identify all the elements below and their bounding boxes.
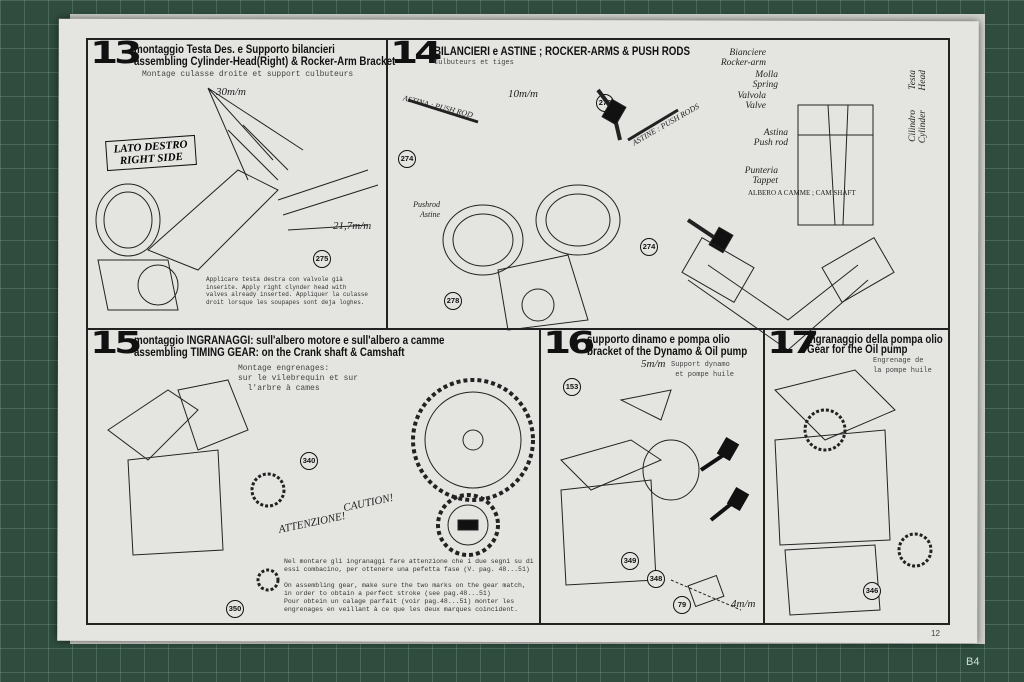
step-title-en: assembling Cylinder-Head(Right) & Rocker… <box>134 56 396 68</box>
step-title-en: assembling TIMING GEAR: on the Crank sha… <box>134 347 405 359</box>
callout-label: Pushrod Astine <box>413 200 440 219</box>
step-number: 15 <box>90 326 142 361</box>
step-16: 16 supporto dinamo e pompa olio bracket … <box>541 326 763 627</box>
callout-label: Valve <box>745 101 766 111</box>
divider <box>386 40 388 328</box>
callout-label: Push rod <box>753 138 788 148</box>
callout-label: ALBERO A CAMME ; CAM SHAFT <box>748 189 856 197</box>
engine-illustration <box>95 87 379 311</box>
measure: 4m/m <box>731 598 756 610</box>
callout-label: Spring <box>752 80 778 90</box>
part-number-badge: 346 <box>863 582 881 600</box>
part-number-badge: 340 <box>300 452 318 470</box>
timing-gear-illustration <box>107 378 535 592</box>
step-15: 15 montaggio INGRANAGGI: sull'albero mot… <box>88 326 539 627</box>
step-note-fr: Pour obtein un calage parfait (voir pag.… <box>284 598 519 613</box>
step-number: 16 <box>543 326 595 361</box>
callout-label: Rocker-arm <box>720 58 766 68</box>
step-17: 17 ingranaggio della pompa olio Gear for… <box>765 326 950 627</box>
step-title-it: montaggio INGRANAGGI: sull'albero motore… <box>134 335 445 347</box>
part-number-badge: 350 <box>226 600 244 618</box>
divider <box>763 328 765 625</box>
step-title-fr: Culbuteurs et tiges <box>434 59 514 67</box>
part-number-badge: 348 <box>647 570 665 588</box>
step-title-fr: Montage engrenages: sur le vilebrequin e… <box>238 364 359 393</box>
step-title-en: Gear for the Oil pump <box>807 344 908 356</box>
step-title-it: ingranaggio della pompa olio <box>807 334 943 346</box>
part-number-badge: 79 <box>673 596 691 614</box>
step-title-fr: Engrenage de la pompe huile <box>873 357 932 375</box>
rocker-arm-illustration <box>407 88 895 351</box>
step-title-fr: Support dynamo et pompe huile <box>671 361 735 379</box>
callout-label: Tappet <box>752 176 778 186</box>
page-number: 12 <box>931 629 940 638</box>
dynamo-bracket-illustration <box>560 389 750 611</box>
step-title-it: supporto dinamo e pompa olio <box>587 334 730 346</box>
measure: 10m/m <box>508 88 538 100</box>
instruction-frame: 12 13 montaggio Testa Des. e Supporto bi… <box>86 36 950 638</box>
step-title-fr: Montage culasse droite et support culbut… <box>142 70 354 79</box>
part-number-badge: 349 <box>621 552 639 570</box>
step-note-en: On assembling gear, make sure the two ma… <box>284 582 526 597</box>
step-number: 14 <box>390 36 442 71</box>
callout-label: Punteria <box>744 166 778 176</box>
step-note-it: Nel montare gli ingranaggi fare attenzio… <box>284 558 534 573</box>
step-13: 13 montaggio Testa Des. e Supporto bilan… <box>88 36 395 328</box>
part-number-badge: 153 <box>563 378 581 396</box>
step-14: 14 BILANCIERI e ASTINE ; ROCKER-ARMS & P… <box>388 36 950 351</box>
step-number: 13 <box>90 36 142 71</box>
callout-label: Molla <box>755 70 778 80</box>
step-note: Applicare testa destra con valvole già i… <box>206 276 369 306</box>
measure: 30m/m <box>216 86 246 98</box>
part-number-badge: 274 <box>640 238 658 256</box>
cutting-mat-label: B4 <box>966 656 980 668</box>
callout-label: Cilindro Cylinder <box>908 110 928 144</box>
part-number-badge: 275 <box>313 250 331 268</box>
step-number: 17 <box>767 326 819 361</box>
callout-label: Testa Head <box>908 70 928 91</box>
step-title-en: bracket of the Dynamo & Oil pump <box>587 346 748 358</box>
callout-label: Bianciere <box>729 48 766 58</box>
divider <box>539 328 541 625</box>
callout-label: Astina <box>763 128 788 138</box>
step-title-it: montaggio Testa Des. e Supporto bilancie… <box>134 44 335 56</box>
part-number-badge: 278 <box>444 292 462 310</box>
measure: 5m/m <box>641 358 666 370</box>
oil-pump-gear-illustration <box>774 369 933 616</box>
step-title: BILANCIERI e ASTINE ; ROCKER-ARMS & PUSH… <box>434 46 690 58</box>
part-number-badge: 274 <box>398 150 416 168</box>
callout-label: Valvola <box>737 91 767 101</box>
